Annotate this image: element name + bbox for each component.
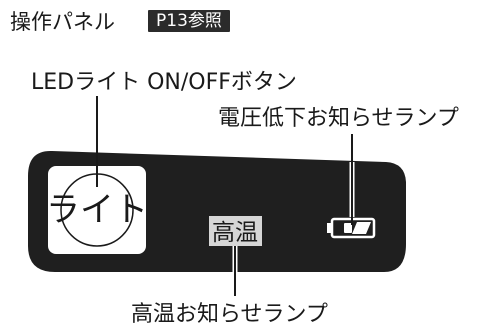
page-title: 操作パネル — [10, 10, 115, 34]
low-battery-callout-label: 電圧低下お知らせランプ — [218, 106, 459, 131]
high-temp-lamp-label: 高温 — [212, 220, 258, 246]
light-button[interactable] — [48, 166, 146, 254]
light-button-label: ライト — [46, 190, 148, 230]
high-temp-lamp — [209, 216, 262, 246]
led-button-callout-label: LEDライト ON/OFFボタン — [31, 70, 297, 95]
high-temp-callout-label: 高温お知らせランプ — [131, 302, 328, 327]
page-reference-badge: P13参照 — [148, 10, 230, 32]
